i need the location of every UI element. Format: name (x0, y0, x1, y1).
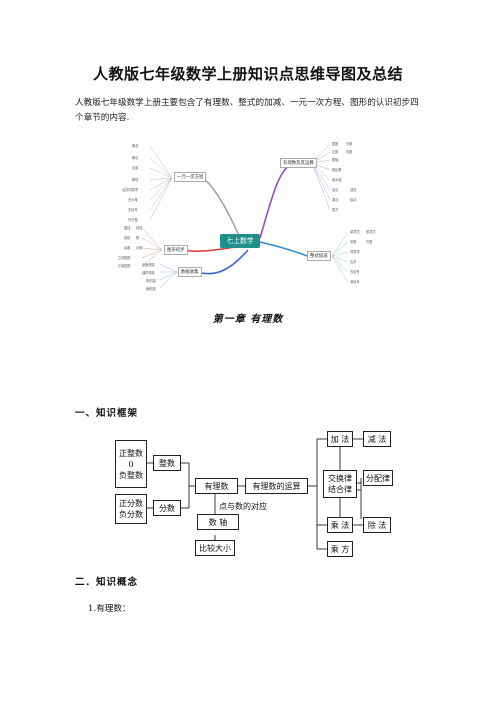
positive-integer-label: 正整数 (119, 448, 143, 458)
fraction-parts-box: 正分数 负分数 (115, 494, 147, 524)
leaf: 射线 (136, 226, 143, 230)
section-heading-concepts: 二．知识概念 (75, 577, 139, 588)
leaf: 合并 (350, 260, 357, 264)
leaf: 合并同类项 (122, 188, 138, 192)
leaf: 乘法 (332, 198, 339, 202)
leaf: 负数 (346, 150, 353, 154)
associative-law-label: 结合律 (328, 485, 352, 494)
leaf: 数轴 (332, 158, 339, 162)
branch-equation: 一元一次方程 (174, 172, 207, 182)
leaf: 加法 (332, 188, 339, 192)
leaf: 单项式 (350, 230, 360, 234)
leaf: 扇形图 (146, 287, 156, 291)
rational-operations-box: 有理数的运算 (245, 478, 308, 494)
division-box: 除 法 (363, 517, 391, 533)
leaf: 分数 (346, 142, 353, 146)
point-number-correspondence-label: 点与数的对应 (219, 502, 267, 511)
leaf: 添括号 (350, 280, 360, 284)
power-box: 乘 方 (327, 541, 353, 557)
leaf: 相反数 (332, 168, 342, 172)
section-heading-framework: 一、知识框架 (75, 408, 139, 419)
leaf: 去括号 (350, 270, 360, 274)
knowledge-framework-diagram: 正整数 0 负整数 整数 正分数 负分数 分数 有理数 有理数的运算 点与数的对… (105, 428, 405, 563)
negative-fraction-label: 负分数 (119, 510, 143, 519)
leaf: 抽样调查 (142, 271, 155, 275)
number-line-box: 数 轴 (197, 514, 239, 530)
leaf: 直线 (124, 226, 131, 230)
leaf: 正数 (332, 150, 339, 154)
leaf: 去分母 (128, 198, 138, 202)
addition-box: 加 法 (327, 431, 353, 447)
leaf: 整数 (332, 142, 339, 146)
leaf: 概念 (132, 144, 139, 148)
branch-algebra: 整式加减 (307, 251, 331, 261)
leaf: 角 (136, 236, 140, 240)
multiplication-box: 乘 法 (327, 517, 353, 533)
distributive-law-box: 分配律 (363, 470, 393, 486)
integer-box: 整数 (153, 455, 181, 471)
leaf: 补角 (136, 246, 143, 250)
subtraction-box: 减 法 (363, 431, 391, 447)
diagram-connectors (147, 438, 363, 550)
branch-rational: 有理数及其运算 (280, 158, 317, 168)
leaf: 立体图形 (118, 256, 131, 260)
zero-label: 0 (128, 459, 134, 469)
leaf: 绝对值 (332, 178, 342, 182)
leaf: 去括号 (128, 208, 138, 212)
commutative-associative-box: 交换律 结合律 (323, 470, 357, 498)
leaf: 减法 (350, 188, 357, 192)
integer-parts-box: 正整数 0 负整数 (115, 440, 147, 488)
leaf: 平面图形 (118, 264, 131, 268)
branch-data: 数据收集 (178, 267, 202, 277)
intro-paragraph: 人教版七年级数学上册主要包含了有理数、整式的加减、一元一次方程、图形的认识初步四… (75, 98, 419, 123)
chapter-title: 第一章 有理数 (212, 314, 284, 325)
commutative-law-label: 交换律 (328, 474, 352, 483)
leaf: 系数 (350, 240, 357, 244)
leaf: 乘方 (332, 208, 339, 212)
fraction-box: 分数 (153, 500, 181, 516)
leaf: 应用 (132, 166, 139, 170)
mind-map: 七上数学 一元一次方程 有理数及其运算 图形初步 数据收集 整式加减 概念 解法… (102, 138, 400, 293)
leaf: 线段 (124, 236, 131, 240)
leaf: 除法 (350, 198, 357, 202)
page-title: 人教版七年级数学上册知识点思维导图及总结 (92, 65, 403, 83)
leaf: 余角 (124, 246, 131, 250)
leaf: 列方程 (128, 218, 138, 222)
leaf: 解法 (132, 156, 139, 160)
list-item: 1.有理数： (88, 604, 131, 614)
negative-integer-label: 负整数 (119, 470, 143, 480)
positive-fraction-label: 正分数 (119, 499, 143, 508)
branch-figure: 图形初步 (164, 245, 188, 255)
compare-size-box: 比较大小 (195, 540, 235, 556)
leaf: 多项式 (366, 230, 376, 234)
mind-map-center: 七上数学 (220, 234, 260, 248)
leaf: 同类项 (350, 250, 360, 254)
rational-number-box: 有理数 (195, 478, 238, 494)
leaf: 移项 (132, 178, 139, 182)
leaf: 条形图 (146, 279, 156, 283)
leaf: 全面调查 (142, 263, 155, 267)
leaf: 次数 (366, 240, 373, 244)
